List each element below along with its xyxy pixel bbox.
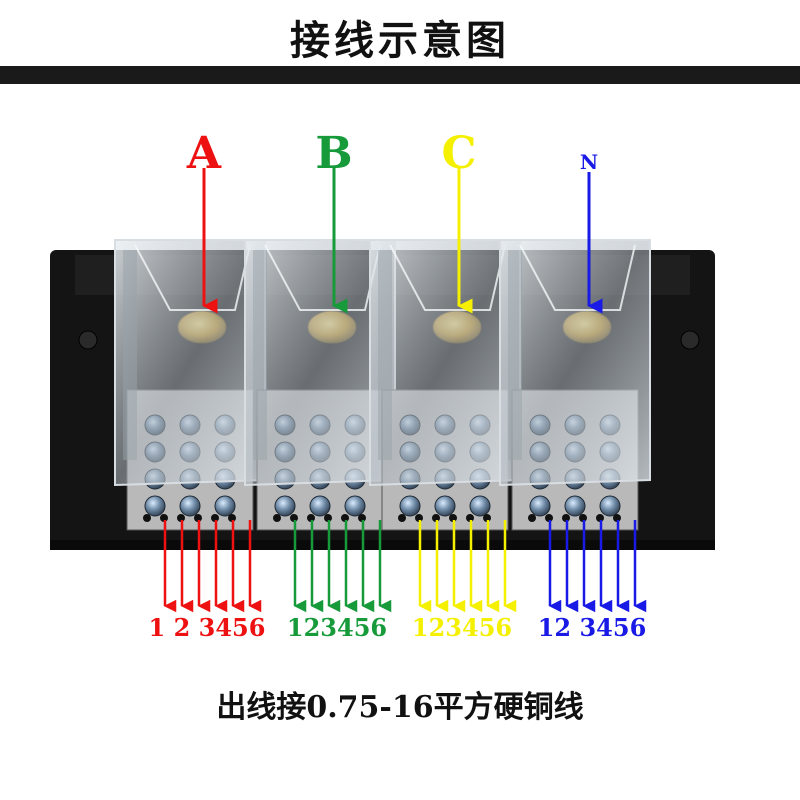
transparent-cover (499, 239, 651, 487)
wire-hole (528, 514, 536, 522)
terminal-screw (469, 495, 491, 517)
title-divider (0, 66, 800, 84)
terminal-screw (344, 495, 366, 517)
module-a (114, 239, 266, 531)
page-title: 接线示意图 (290, 17, 510, 64)
terminal-screw (599, 495, 621, 517)
output-numbers-n: 12 3456 (537, 613, 647, 642)
terminal-screw (214, 495, 236, 517)
phase-label-a: A (186, 128, 222, 179)
wire-hole (143, 514, 151, 522)
terminal-screw (179, 495, 201, 517)
phase-label-n: N (579, 150, 599, 174)
module-c (369, 239, 521, 531)
terminal-screw (309, 495, 331, 517)
output-numbers-b: 123456 (286, 613, 388, 642)
module-n (499, 239, 651, 531)
footer-wire-spec: 出线接0.75-16平方硬铜线 (216, 690, 584, 725)
terminal-screw (274, 495, 296, 517)
terminal-screw (434, 495, 456, 517)
module-b (244, 239, 396, 531)
output-numbers-a: 1 2 3456 (148, 613, 266, 642)
phase-label-c: C (441, 128, 477, 179)
wire-hole (273, 514, 281, 522)
terminal-screw (144, 495, 166, 517)
phase-label-b: B (315, 128, 353, 179)
output-numbers-c: 123456 (411, 613, 513, 642)
terminal-screw (564, 495, 586, 517)
wire-hole (398, 514, 406, 522)
terminal-screw (399, 495, 421, 517)
terminal-screw (529, 495, 551, 517)
